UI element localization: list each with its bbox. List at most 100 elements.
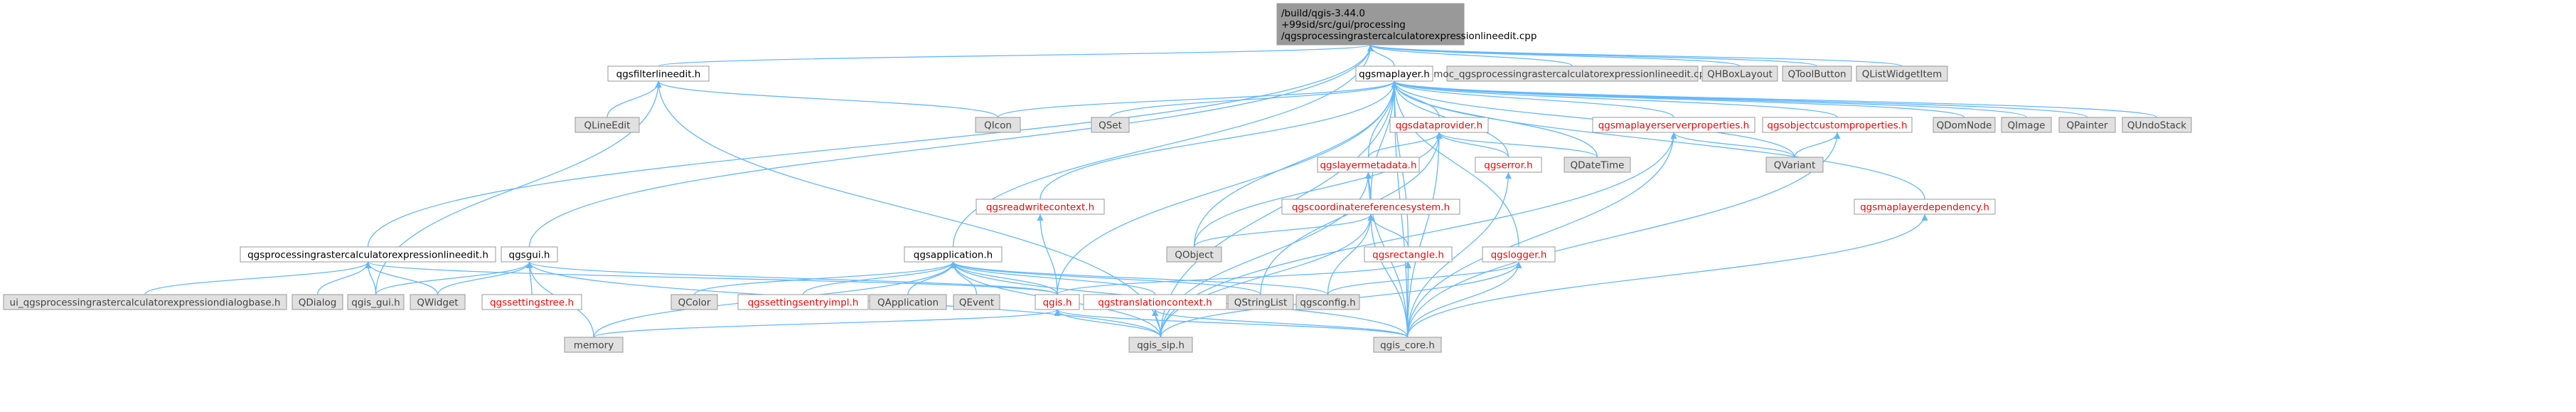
edge-maplayer-to-qundostack [1391, 80, 2158, 118]
node-uidialogbase-label-0: ui_qgsprocessingrastercalculatorexpressi… [10, 297, 281, 309]
nodes-layer: /build/qgis-3.44.0+99sid/src/gui/process… [3, 3, 2192, 353]
edge-readwritecontext-to-qgish [1037, 213, 1058, 295]
node-qgsgui-box [501, 246, 558, 263]
node-translationcontext-box [1083, 294, 1227, 310]
edge-maplayer-to-readwritecontext [1040, 80, 1398, 200]
node-rectangle[interactable]: qgsrectangle.h [1364, 246, 1453, 263]
node-qlistwidgetitem-label-0: QListWidgetItem [1862, 69, 1942, 80]
edge-maplayer-to-qimage [1391, 80, 2027, 118]
node-moc-box [1446, 65, 1699, 82]
node-logger-box [1482, 246, 1556, 263]
node-qgsapplication-box [904, 246, 1003, 263]
node-qgish[interactable]: qgis.h [1035, 294, 1080, 310]
edge-dataprovider-to-qgiscore [1406, 132, 1443, 338]
edge-maplayer-to-qicon [997, 80, 1398, 118]
node-qgiscore: qgis_core.h [1373, 337, 1442, 353]
edge-rectangle-to-qgiscore [1404, 261, 1412, 338]
node-qobject-box [1166, 246, 1222, 263]
node-qset-box [1091, 117, 1130, 133]
node-qlistwidgetitem: QListWidgetItem [1856, 65, 1948, 82]
node-qgsconfig: qgsconfig.h [1295, 294, 1360, 310]
node-maplayer[interactable]: qgsmaplayer.h [1355, 65, 1433, 82]
node-qcolor: QColor [670, 294, 718, 310]
node-settingsentryimpl[interactable]: qgssettingsentryimpl.h [737, 294, 869, 310]
node-moc-label-0: moc_qgsprocessingrastercalculatorexpress… [1433, 69, 1711, 80]
node-qvariant-label-0: QVariant [1774, 160, 1816, 171]
node-qgserror[interactable]: qgserror.h [1475, 157, 1542, 173]
node-qgish-label-0: qgis.h [1043, 297, 1072, 309]
edge-qgish-to-qgiscore [1054, 309, 1409, 338]
node-qundostack-label-0: QUndoStack [2127, 120, 2186, 132]
edge-root-to-qhbox [1367, 44, 1741, 67]
node-qgsapplication[interactable]: qgsapplication.h [904, 246, 1003, 263]
node-layermetadata[interactable]: qgslayermetadata.h [1317, 157, 1420, 173]
node-qlineedit-label-0: QLineEdit [584, 120, 631, 132]
edges-layer [144, 44, 2158, 338]
node-layerdependency[interactable]: qgsmaplayerdependency.h [1854, 199, 1996, 215]
node-serverprops-label-0: qgsmaplayerserverproperties.h [1598, 120, 1750, 132]
node-qdomnode: QDomNode [1933, 117, 1996, 133]
node-memory-label-0: memory [574, 340, 614, 352]
node-qdatetime-box [1564, 157, 1631, 173]
node-root-label-0: /build/qgis-3.44.0 [1281, 8, 1365, 19]
node-translationcontext[interactable]: qgstranslationcontext.h [1083, 294, 1227, 310]
node-root[interactable]: /build/qgis-3.44.0+99sid/src/gui/process… [1276, 3, 1536, 46]
node-qevent-box [953, 294, 1000, 310]
node-qtoolbutton-label-0: QToolButton [1787, 69, 1846, 80]
node-qicon-box [975, 117, 1021, 133]
node-qstringlist-box [1227, 294, 1294, 310]
node-logger[interactable]: qgslogger.h [1482, 246, 1556, 263]
edge-qgsgui-to-qgish [526, 261, 1058, 295]
node-root-label-2: /qgsprocessingrastercalculatorexpression… [1281, 31, 1536, 42]
node-qgiscore-label-0: qgis_core.h [1380, 340, 1435, 352]
node-logger-label-0: qgslogger.h [1491, 250, 1547, 261]
node-qapplication-box [869, 294, 947, 310]
node-qgissip-box [1128, 337, 1193, 353]
node-dataprovider[interactable]: qgsdataprovider.h [1389, 117, 1489, 133]
edge-serverprops-to-qgiscore [1406, 132, 1677, 338]
node-qtoolbutton: QToolButton [1782, 65, 1852, 82]
node-qcolor-label-0: QColor [678, 297, 711, 309]
node-filterlineedit[interactable]: qgsfilterlineedit.h [607, 65, 710, 82]
node-qgsconfig-label-0: qgsconfig.h [1300, 297, 1355, 309]
node-serverprops[interactable]: qgsmaplayerserverproperties.h [1592, 117, 1755, 133]
edge-root-to-qgsapplication [952, 44, 1374, 248]
node-qlineedit: QLineEdit [574, 117, 640, 133]
edge-dataprovider-to-qgserror [1436, 132, 1509, 158]
node-qwidget-label-0: QWidget [417, 297, 458, 309]
node-qdatetime: QDateTime [1564, 157, 1631, 173]
node-coordrefsys[interactable]: qgscoordinatereferencesystem.h [1281, 199, 1460, 215]
node-qevent: QEvent [953, 294, 1000, 310]
node-qgish-box [1035, 294, 1080, 310]
edge-serverprops-to-qvariant [1670, 132, 1795, 158]
edge-maplayer-to-qgish [1057, 80, 1398, 295]
node-qicon-label-0: QIcon [984, 120, 1012, 132]
node-procrastercalc[interactable]: qgsprocessingrastercalculatorexpressionl… [240, 246, 496, 263]
node-settingstree-box [481, 294, 582, 310]
node-serverprops-box [1592, 117, 1755, 133]
node-settingstree-label-0: qgssettingstree.h [490, 297, 574, 309]
node-qgsapplication-label-0: qgsapplication.h [914, 250, 993, 261]
node-readwritecontext[interactable]: qgsreadwritecontext.h [976, 199, 1105, 215]
edge-logger-to-qgsconfig [1327, 261, 1522, 295]
edge-qgsapplication-to-qcolor [693, 261, 956, 295]
node-qlineedit-box [574, 117, 640, 133]
edge-filterlineedit-to-qicon [655, 80, 999, 118]
edge-maplayer-to-qpainter [1391, 80, 2088, 118]
node-qpainter-box [2058, 117, 2116, 133]
edge-maplayer-to-logger [1391, 80, 1519, 248]
node-dataprovider-box [1389, 117, 1489, 133]
node-maplayer-label-0: qgsmaplayer.h [1359, 69, 1430, 80]
node-qgsgui[interactable]: qgsgui.h [501, 246, 558, 263]
node-qgissip-label-0: qgis_sip.h [1137, 340, 1185, 352]
edge-maplayer-to-qgissip [1160, 80, 1398, 338]
node-qgissip: qgis_sip.h [1128, 337, 1193, 353]
node-qset-label-0: QSet [1099, 120, 1122, 132]
node-objcustprops[interactable]: qgsobjectcustomproperties.h [1762, 117, 1913, 133]
edge-root-to-moc [1367, 44, 1573, 67]
edge-qgsapplication-to-settingsentryimpl [802, 261, 956, 295]
node-qdialog-label-0: QDialog [299, 297, 337, 309]
node-objcustprops-label-0: qgsobjectcustomproperties.h [1767, 120, 1907, 132]
node-settingstree[interactable]: qgssettingstree.h [481, 294, 582, 310]
edge-maplayer-to-qdomnode [1391, 80, 1965, 118]
